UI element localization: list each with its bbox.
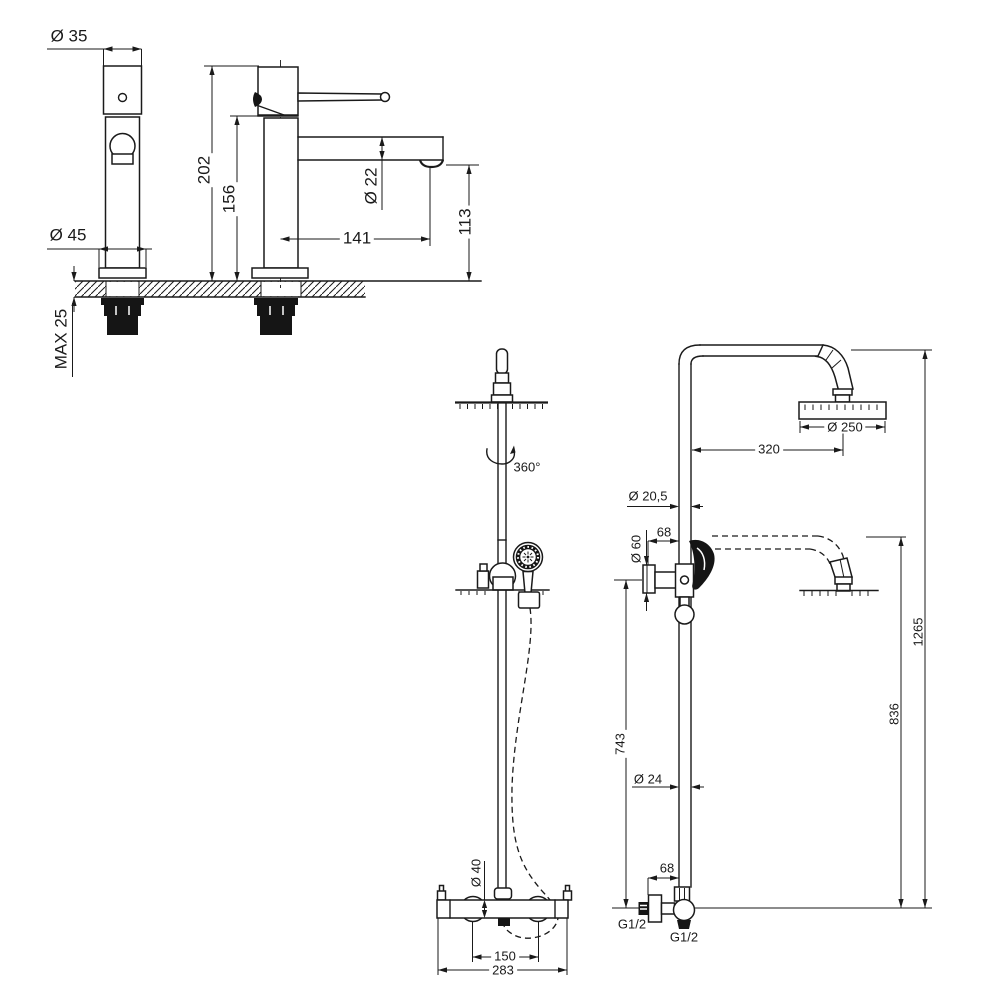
- mounting-deck-section: [74, 280, 482, 298]
- dim-label-column-rail-length: 743: [613, 730, 628, 758]
- dim-label-column-total-height: 1265: [911, 614, 926, 650]
- dim-label-basin-spout-reach: 141: [339, 229, 375, 247]
- base-flange: [251, 267, 309, 279]
- lever-handle: [297, 92, 386, 102]
- rotation-arrow: [486, 448, 516, 465]
- shower-hose: [503, 607, 559, 939]
- pipe-top-nub: [495, 348, 509, 375]
- outlet-stub: [677, 920, 691, 929]
- clamp-screw: [679, 575, 690, 585]
- base-flange: [98, 267, 147, 279]
- aerator: [418, 159, 445, 169]
- inlet-ball-valve: [672, 898, 696, 922]
- dim-label-column-lowered-height: 836: [887, 700, 902, 728]
- dim-label-basin-spout-height: 113: [456, 205, 475, 239]
- shower-column-side-dimensions: [612, 349, 932, 909]
- clamp-knob: [476, 570, 490, 589]
- hose-outlet: [498, 918, 510, 926]
- basin-mixer-side-view: [251, 60, 445, 335]
- dim-label-basin-body-height: 156: [220, 181, 239, 217]
- dim-label-column-mixer-width: 283: [489, 963, 517, 977]
- overhead-shower-head-side: [798, 401, 887, 420]
- dim-label-column-wall-thread: G1/2: [617, 916, 647, 932]
- dim-label-column-outlet-thread: G1/2: [669, 929, 699, 945]
- wall-escutcheon: [647, 894, 663, 923]
- basin-mixer-front-view: [98, 65, 147, 335]
- dim-label-column-pipe-diameter: Ø 24: [633, 771, 663, 787]
- pipe-base-fitting: [493, 887, 513, 900]
- shower-column-front-view: [436, 348, 573, 939]
- dim-label-basin-top-diameter: Ø 35: [50, 26, 88, 46]
- dim-label-column-rotation: 360°: [513, 459, 541, 475]
- thermostatic-mixer-bar: [436, 899, 569, 919]
- dim-label-column-head-diameter: Ø 250: [824, 420, 866, 434]
- dim-label-basin-total-height: 202: [195, 152, 214, 188]
- hand-shower-side: [689, 539, 715, 590]
- dim-label-column-inlet-offset: 68: [659, 860, 675, 876]
- lock-nut: [104, 305, 141, 316]
- hand-shower-front: [512, 541, 544, 609]
- dim-label-column-holder-offset: 68: [656, 524, 672, 540]
- dim-label-column-mixer-diameter: Ø 40: [468, 858, 484, 888]
- lock-washer: [101, 298, 144, 305]
- lever-pin: [253, 92, 262, 107]
- hand-shower-cradle: [517, 591, 541, 609]
- lowered-head-hub: [492, 576, 514, 591]
- rail-ball-joint: [674, 604, 695, 625]
- dim-label-column-inlet-spacing: 150: [491, 949, 519, 963]
- dim-label-column-upper-pipe-diameter: Ø 20,5: [628, 488, 668, 504]
- dim-label-basin-max-deck: MAX 25: [51, 308, 71, 370]
- wall-post-left: [436, 890, 447, 901]
- swivel-elbow: [814, 344, 854, 393]
- union-nut: [673, 886, 691, 902]
- dim-label-column-arm-reach: 320: [755, 442, 783, 456]
- cap-dot: [117, 92, 128, 103]
- holder-wall-flange: [642, 564, 656, 594]
- dim-label-basin-base-diameter: Ø 45: [49, 225, 87, 245]
- threaded-shank: [107, 316, 138, 335]
- dim-label-basin-spout-diameter: Ø 22: [361, 167, 381, 205]
- wall-post-right: [562, 890, 573, 901]
- dim-label-column-flange-diameter: Ø 60: [628, 534, 644, 564]
- holder-arm: [654, 571, 677, 589]
- shower-column-side-view: [638, 344, 887, 929]
